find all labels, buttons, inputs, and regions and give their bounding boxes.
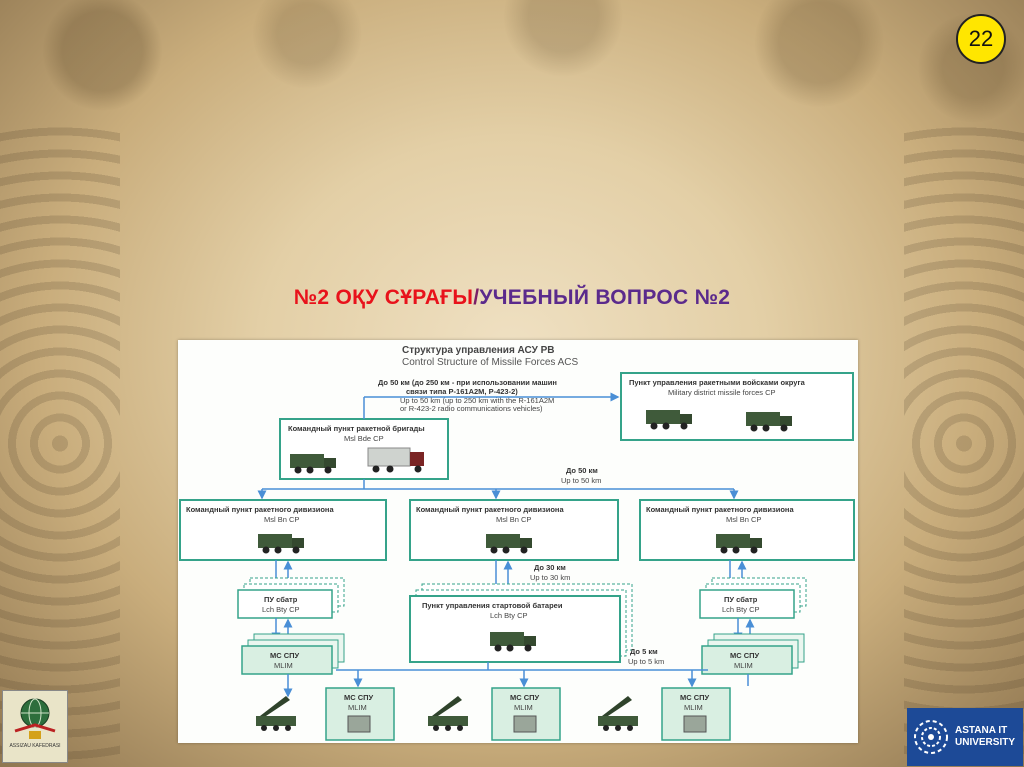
equipment-icon [514, 716, 536, 732]
background-ornament [0, 0, 1024, 170]
battalion-cp-ru: Командный пункт ракетного дивизиона [646, 505, 794, 514]
control-structure-diagram: Структура управления АСУ РВ Control Stru… [178, 340, 858, 743]
diagram-heading-ru: Структура управления АСУ РВ [402, 345, 555, 356]
slide-title: №2 ОҚУ СҰРАҒЫ/УЧЕБНЫЙ ВОПРОС №2 [0, 286, 1024, 310]
launcher-icon [598, 696, 638, 731]
mc-spu-en: MLIM [348, 703, 367, 712]
mlim-stack-left: МС СПУ MLIM [242, 634, 344, 674]
link-30-en: Up to 30 km [530, 573, 570, 582]
mc-spu-ru: МС СПУ [730, 651, 760, 660]
background-side-right [904, 120, 1024, 767]
pu-sbatr-en: Lch Bty CP [722, 605, 760, 614]
battery-cp-ru: Пункт управления стартовой батареи [422, 601, 563, 610]
link-top-ru-2: связи типа Р-161А2М, Р-423-2) [406, 387, 518, 396]
mc-spu-en: MLIM [734, 661, 753, 670]
mc-spu-ru: МС СПУ [510, 693, 540, 702]
equipment-icon [684, 716, 706, 732]
department-logo: ASSIZAU KAFEDRASI [2, 690, 68, 763]
department-logo-caption: ASSIZAU KAFEDRASI [9, 743, 60, 749]
globe-emblem-icon [5, 691, 65, 743]
pu-sbatr-en: Lch Bty CP [262, 605, 300, 614]
mc-spu-ru: МС СПУ [680, 693, 710, 702]
brigade-cp-en: Msl Bde CP [344, 434, 384, 443]
mlim-unit-3: МС СПУ MLIM [598, 688, 730, 740]
mc-spu-en: MLIM [684, 703, 703, 712]
title-part-russian: УЧЕБНЫЙ ВОПРОС №2 [479, 286, 730, 309]
mlim-stack-right: МС СПУ MLIM [702, 634, 804, 674]
link-50-en: Up to 50 km [561, 476, 601, 485]
link-top-ru-1: До 50 км (до 250 км - при использовании … [378, 378, 557, 387]
mc-spu-en: MLIM [274, 661, 293, 670]
district-cp-en: Military district missile forces CP [668, 388, 776, 397]
university-name-line2: UNIVERSITY [955, 737, 1015, 749]
link-5-en: Up to 5 km [628, 657, 664, 666]
background-side-left [0, 120, 120, 767]
slide-number-badge: 22 [956, 14, 1006, 64]
mc-spu-ru: МС СПУ [270, 651, 300, 660]
battalion-cp-en: Msl Bn CP [726, 515, 761, 524]
battalion-cp-box-right: Командный пункт ракетного дивизиона Msl … [640, 500, 854, 560]
mlim-unit-2: МС СПУ MLIM [428, 688, 560, 740]
district-cp-ru: Пункт управления ракетными войсками окру… [629, 378, 806, 387]
link-top-en-2: or R-423-2 radio communications vehicles… [400, 404, 543, 413]
battalion-cp-en: Msl Bn CP [264, 515, 299, 524]
battalion-cp-box-center: Командный пункт ракетного дивизиона Msl … [410, 500, 618, 560]
pu-sbatr-ru: ПУ сбатр [724, 595, 758, 604]
battalion-cp-ru: Командный пункт ракетного дивизиона [186, 505, 334, 514]
equipment-icon [348, 716, 370, 732]
university-emblem-icon [913, 719, 949, 755]
launcher-icon [428, 696, 468, 731]
pu-sbatr-ru: ПУ сбатр [264, 595, 298, 604]
launcher-icon [256, 696, 296, 731]
mc-spu-en: MLIM [514, 703, 533, 712]
launch-battery-cp-stack-right: ПУ сбатр Lch Bty CP [700, 578, 806, 618]
astana-it-university-logo: ASTANA IT UNIVERSITY [907, 708, 1023, 766]
title-part-kazakh: №2 ОҚУ СҰРАҒЫ [294, 286, 474, 309]
battery-cp-box: Пункт управления стартовой батареи Lch B… [410, 584, 632, 662]
brigade-cp-ru: Командный пункт ракетной бригады [288, 424, 425, 433]
battalion-cp-ru: Командный пункт ракетного дивизиона [416, 505, 564, 514]
university-name-line1: ASTANA IT [955, 725, 1015, 737]
diagram-heading-en: Control Structure of Missile Forces ACS [402, 357, 578, 368]
link-5-ru: До 5 км [630, 647, 658, 656]
battalion-cp-box-left: Командный пункт ракетного дивизиона Msl … [180, 500, 386, 560]
link-30-ru: До 30 км [534, 563, 566, 572]
mlim-unit-1: МС СПУ MLIM [256, 688, 394, 740]
battalion-cp-en: Msl Bn CP [496, 515, 531, 524]
launch-battery-cp-stack-left: ПУ сбатр Lch Bty CP [238, 578, 344, 618]
battery-cp-en: Lch Bty CP [490, 611, 528, 620]
mc-spu-ru: МС СПУ [344, 693, 374, 702]
slide-number: 22 [969, 26, 993, 52]
link-50-ru: До 50 км [566, 466, 598, 475]
